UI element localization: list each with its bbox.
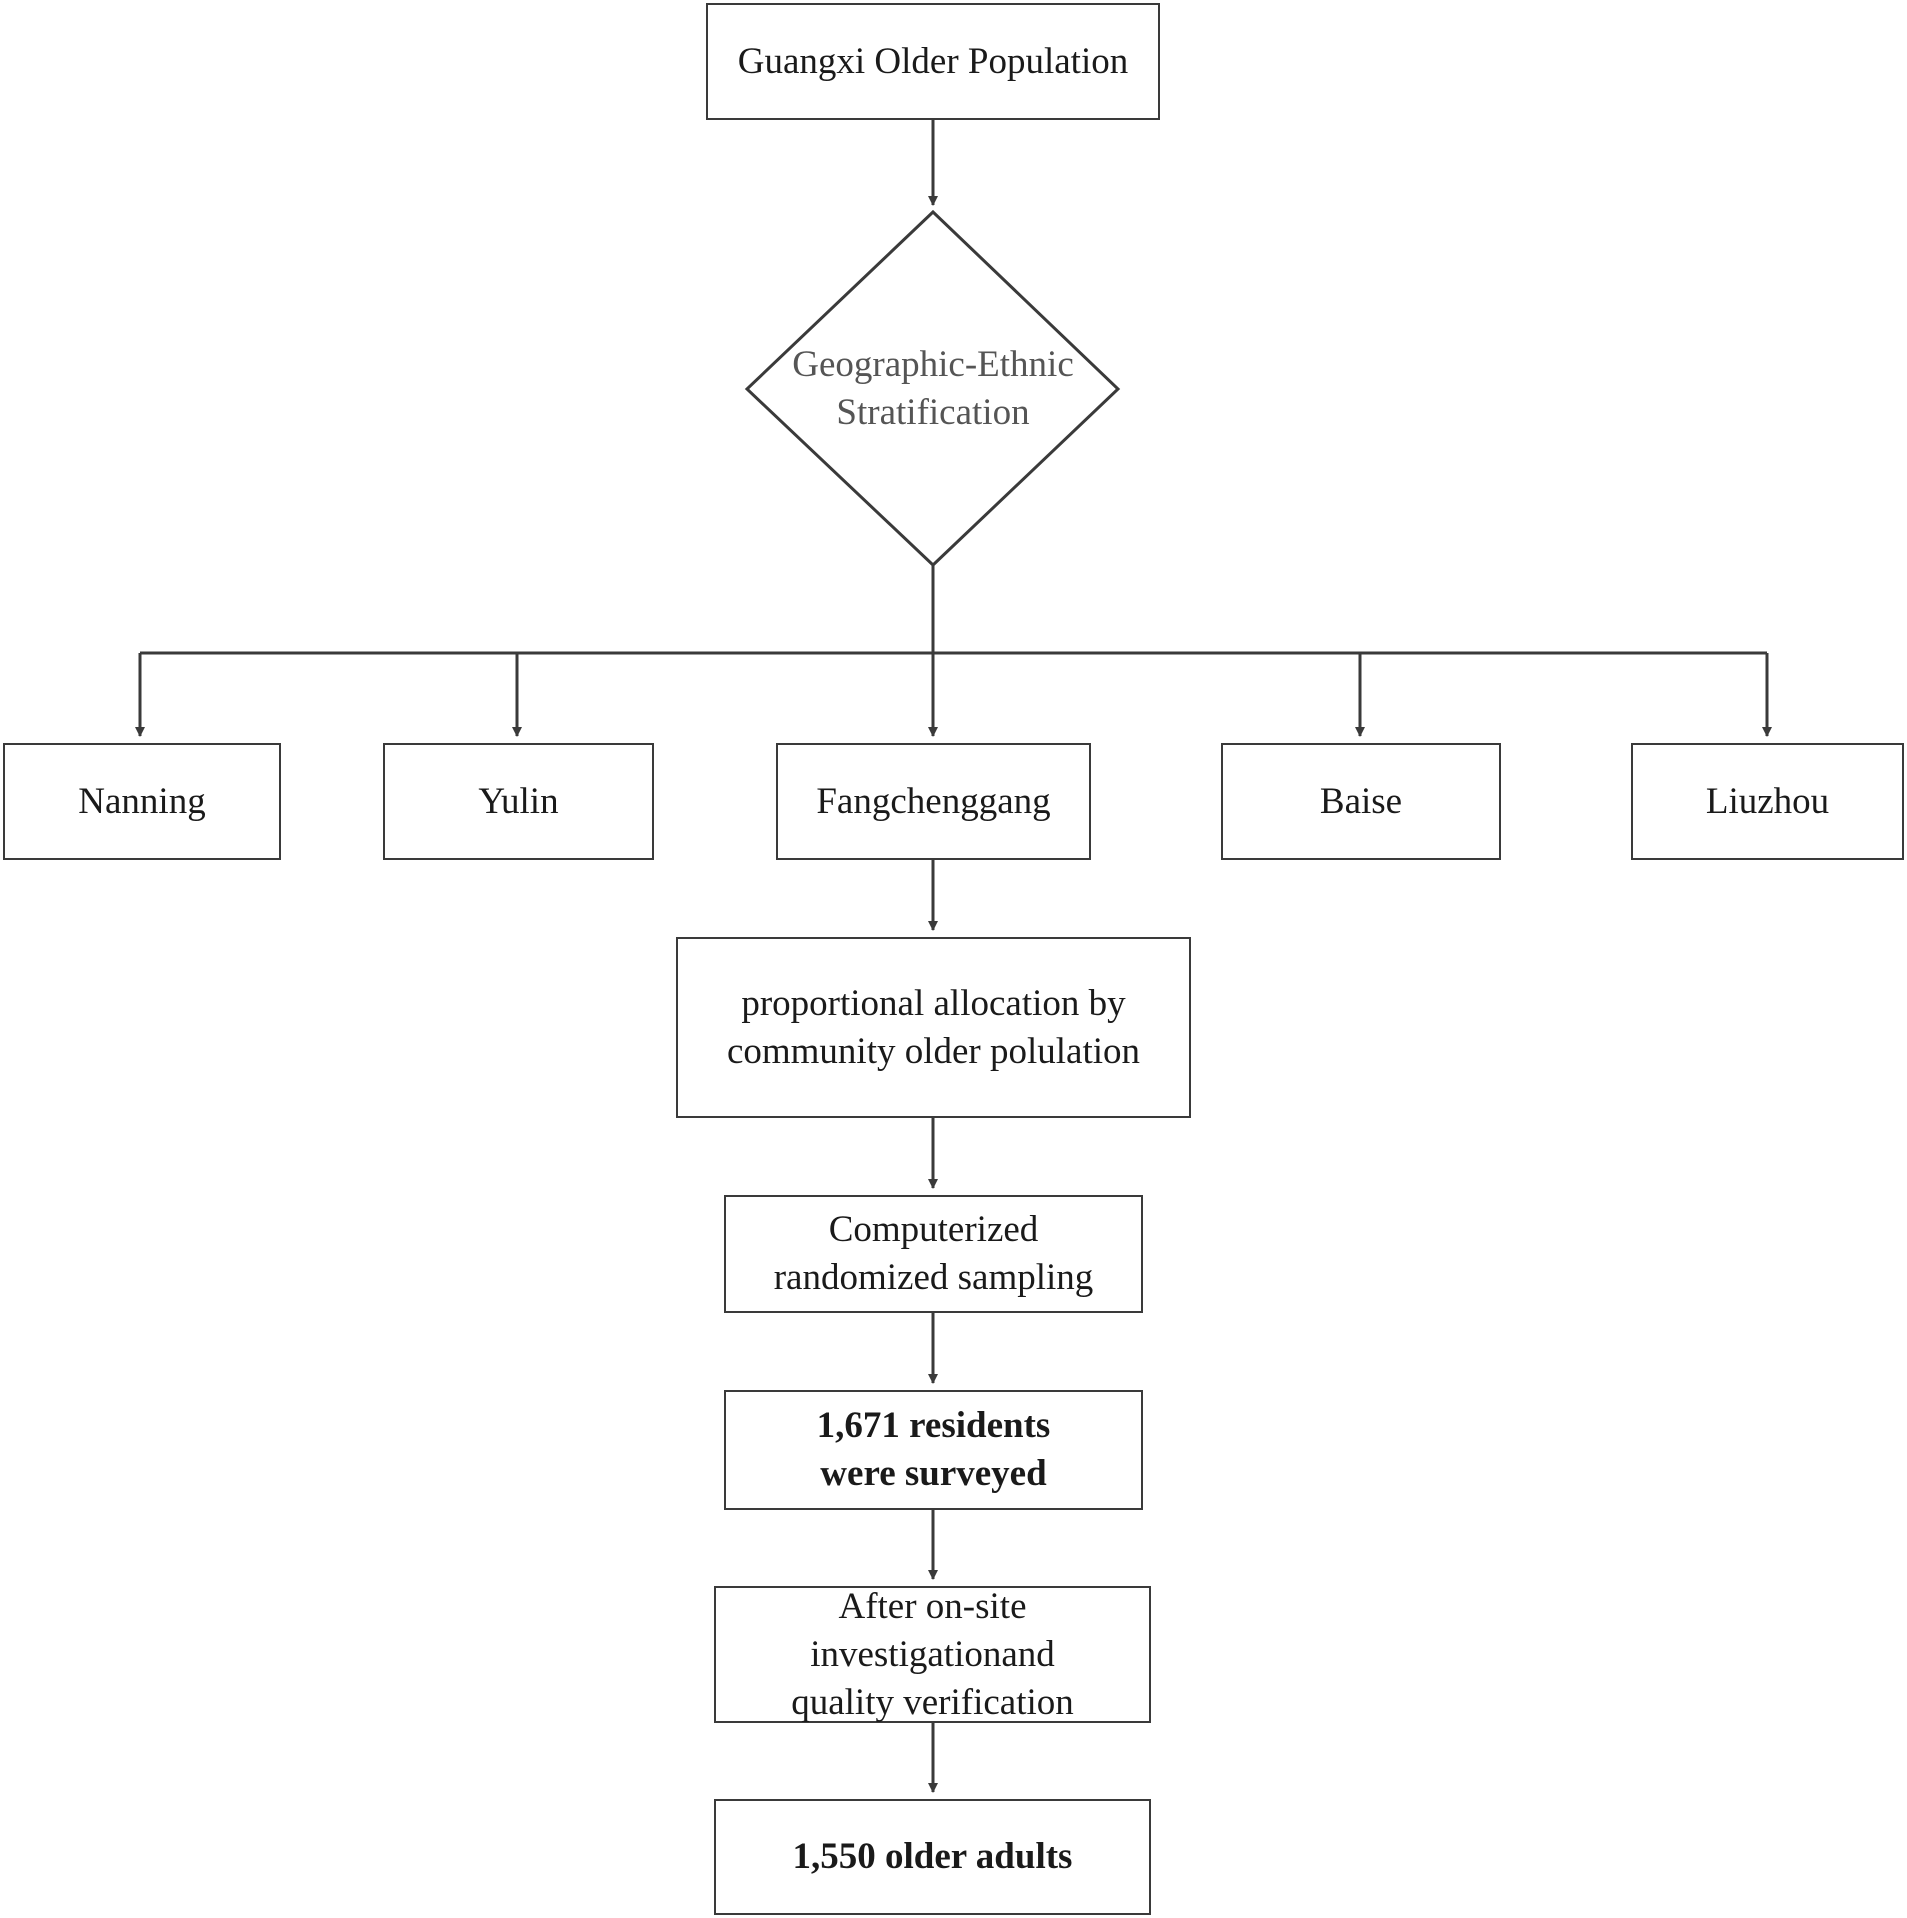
city-node-nanning: Nanning: [3, 743, 281, 860]
verification-node: After on-site investigationand quality v…: [714, 1586, 1151, 1723]
sampling-node: Computerized randomized sampling: [724, 1195, 1143, 1313]
city-node-liuzhou: Liuzhou: [1631, 743, 1904, 860]
stratification-label: Geographic-Ethnic Stratification: [792, 344, 1074, 433]
surveyed-node: 1,671 residents were surveyed: [724, 1390, 1143, 1510]
final-node: 1,550 older adults: [714, 1799, 1151, 1915]
root-node: Guangxi Older Population: [706, 3, 1160, 120]
city-node-baise: Baise: [1221, 743, 1501, 860]
city-node-yulin: Yulin: [383, 743, 654, 860]
city-node-fangchenggang: Fangchenggang: [776, 743, 1091, 860]
allocation-node: proportional allocation by community old…: [676, 937, 1191, 1118]
